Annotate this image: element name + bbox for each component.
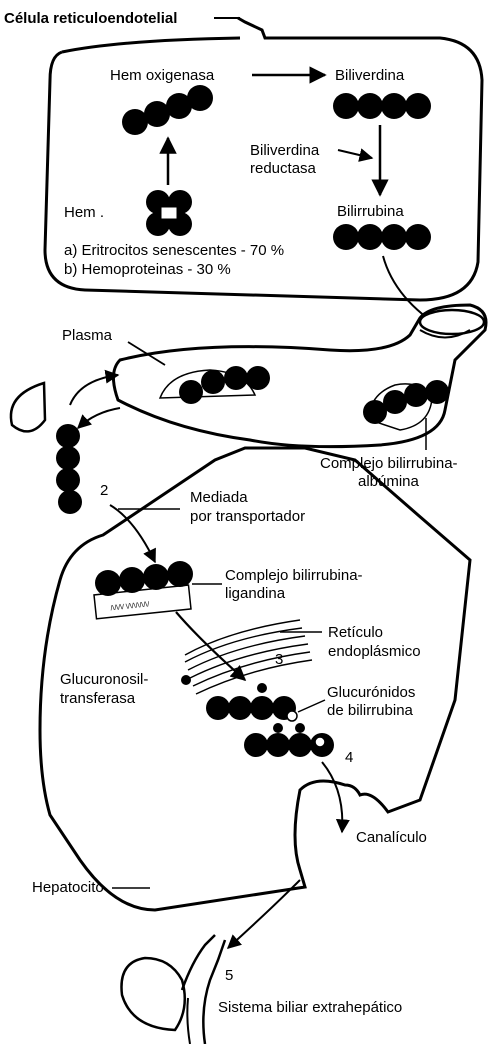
plasma-vessel: Plasma Complejo bilirrubina- albúmina (11, 305, 486, 490)
endoplasmic-reticulum (185, 620, 312, 694)
ugt-label-1: Glucuronosil- (60, 671, 148, 688)
er-label-1: Retículo (328, 624, 383, 641)
heme-oxygenase-label: Hem oxigenasa (110, 67, 215, 84)
common-duct (203, 940, 225, 1044)
kidney-shape (11, 383, 45, 431)
er-transit-arrow (176, 612, 245, 680)
ugt-label-2: transferasa (60, 690, 136, 707)
heme-molecule (146, 190, 192, 236)
source-a-label: a) Eritrocitos senescentes - 70 % (64, 242, 284, 259)
step2-label: 2 (100, 482, 108, 499)
reticuloendothelial-cell: Célula reticuloendotelial Hem oxigenasa … (4, 10, 482, 330)
bilirubin-label: Bilirrubina (337, 203, 404, 220)
cell-label: Célula reticuloendotelial (4, 10, 177, 27)
glucuronides-leader (298, 700, 325, 712)
bilirubin-monoglucuronide (206, 683, 297, 721)
transporter-label-1: Mediada (190, 489, 248, 506)
from-vessel-arrow (78, 408, 120, 428)
canaliculus-label: Canalículo (356, 829, 427, 846)
hepatocyte-label: Hepatocito (32, 879, 104, 896)
step5-label: 5 (225, 967, 233, 984)
opened-heme-molecule (122, 85, 213, 135)
free-bilirubin-chain (56, 424, 82, 514)
er-label-2: endoplásmico (328, 643, 421, 660)
excretion-arrow (322, 762, 342, 832)
reductase-leader (338, 150, 372, 158)
step3-label: 3 (275, 651, 283, 668)
heme-label: Hem . (64, 204, 104, 221)
ligandin-complex: /\/\/\/ \/\/\/\/\/\/ (94, 561, 193, 619)
bile-flow-arrow (228, 880, 300, 948)
bilirubin-molecule (333, 224, 431, 250)
cell-top-edge (62, 38, 240, 52)
bilirubin-diglucuronide (244, 723, 334, 757)
hepatocyte: 2 Mediada por transportador /\/\/\/ \/\/… (32, 448, 470, 910)
duct-inner (187, 998, 190, 1044)
biliverdin-reductase-label-2: reductasa (250, 160, 317, 177)
albumin-complex-label-2: albúmina (358, 473, 420, 490)
gallbladder (121, 958, 184, 1030)
step4-label: 4 (345, 749, 353, 766)
biliverdin-molecule (333, 93, 431, 119)
vessel-opening (420, 310, 484, 334)
biliverdin-label: Biliverdina (335, 67, 405, 84)
source-b-label: b) Hemoproteinas - 30 % (64, 261, 231, 278)
transporter-label-2: por transportador (190, 508, 305, 525)
to-kidney-arrow (70, 375, 118, 405)
glucuronides-label-1: Glucurónidos (327, 684, 415, 701)
ligandin-complex-label-2: ligandina (225, 585, 286, 602)
ugt-enzyme (181, 675, 191, 685)
plasma-label: Plasma (62, 327, 113, 344)
glucuronides-label-2: de bilirrubina (327, 702, 414, 719)
ligandin-complex-label-1: Complejo bilirrubina- (225, 567, 363, 584)
biliverdin-reductase-label-1: Biliverdina (250, 142, 320, 159)
extrahepatic-label: Sistema biliar extrahepático (218, 999, 402, 1016)
extrahepatic-biliary-system: 5 Sistema biliar extrahepático (121, 880, 402, 1044)
